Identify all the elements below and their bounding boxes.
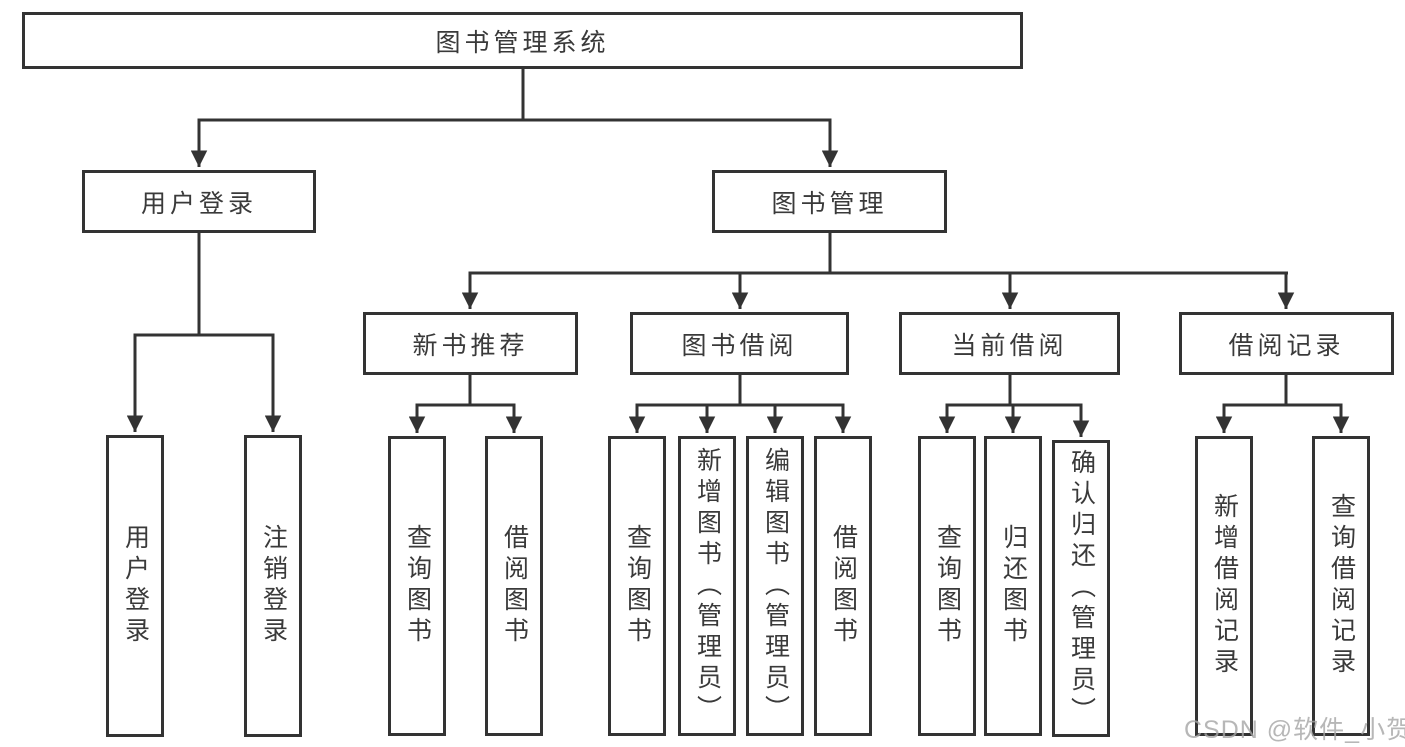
node-new-book-recommendation: 新书推荐 (363, 312, 578, 375)
node-add-books-admin: 新增图书（管理员） (678, 436, 736, 736)
node-current-borrowing: 当前借阅 (899, 312, 1120, 375)
node-query-borrow-record: 查询借阅记录 (1312, 436, 1370, 736)
node-borrow-books-leaf: 借阅图书 (814, 436, 872, 736)
node-user-login-leaf: 用户登录 (106, 435, 164, 737)
node-borrow-books-recommend: 借阅图书 (485, 436, 543, 736)
node-query-books-recommend: 查询图书 (388, 436, 446, 736)
node-logout-leaf: 注销登录 (244, 435, 302, 737)
node-user-login: 用户登录 (82, 170, 316, 233)
node-borrowing-records: 借阅记录 (1179, 312, 1394, 375)
node-library-system-root: 图书管理系统 (22, 12, 1023, 69)
node-confirm-return-admin: 确认归还（管理员） (1052, 440, 1110, 737)
node-book-management: 图书管理 (712, 170, 947, 233)
node-query-books-current: 查询图书 (918, 436, 976, 736)
node-query-books-borrow: 查询图书 (608, 436, 666, 736)
node-return-books: 归还图书 (984, 436, 1042, 736)
csdn-watermark: CSDN @软件_小贺同学 (1184, 716, 1405, 744)
node-edit-books-admin: 编辑图书（管理员） (746, 436, 804, 736)
node-add-borrow-record: 新增借阅记录 (1195, 436, 1253, 736)
node-book-borrowing: 图书借阅 (630, 312, 849, 375)
